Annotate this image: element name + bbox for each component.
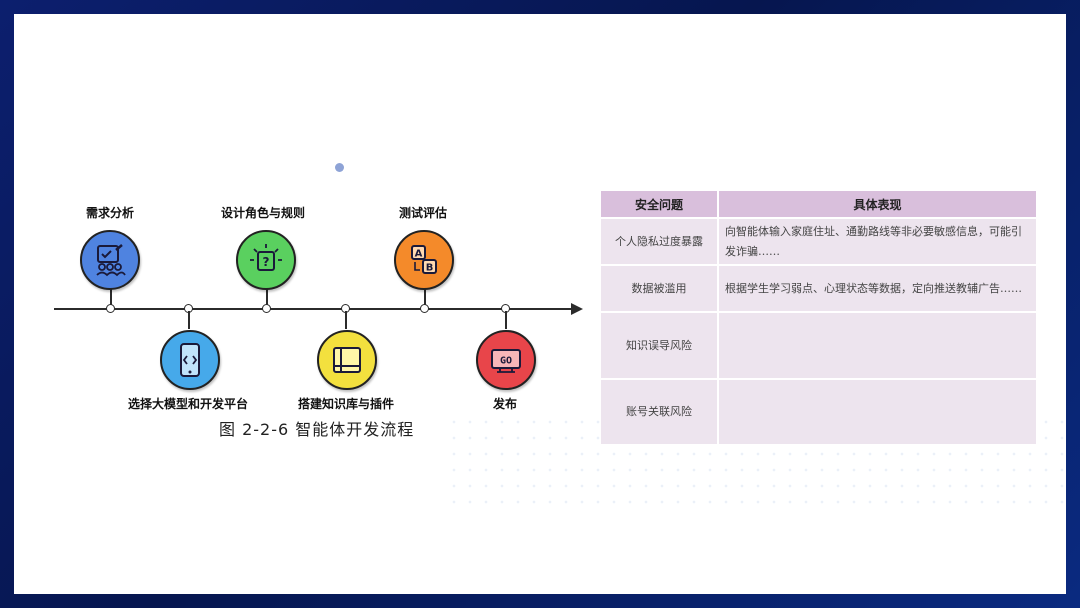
step-label-requirements: 需求分析 [85, 206, 135, 220]
step-label-knowledge-plugins: 搭建知识库与插件 [297, 397, 395, 411]
table-row: 知识误导风险 [601, 313, 1038, 380]
svg-text:B: B [426, 263, 434, 274]
issue-cell: 知识误导风险 [601, 313, 719, 380]
detail-cell: 根据学生学习弱点、心理状态等数据，定向推送教辅广告…… [719, 266, 1038, 313]
step-label-testing: 测试评估 [398, 206, 448, 220]
step-label-publish: 发布 [492, 397, 518, 411]
timeline-stem [188, 311, 190, 329]
timeline-axis [54, 308, 574, 310]
book-icon [317, 330, 377, 390]
timeline-node [106, 304, 115, 313]
timeline-stem [424, 288, 426, 305]
table-row: 数据被滥用 根据学生学习弱点、心理状态等数据，定向推送教辅广告…… [601, 266, 1038, 313]
svg-text:?: ? [263, 255, 270, 269]
issue-cell: 个人隐私过度暴露 [601, 219, 719, 266]
figure-caption: 图 2-2-6 智能体开发流程 [219, 420, 415, 439]
step-label-role-rules: 设计角色与规则 [220, 206, 306, 220]
svg-text:GO: GO [500, 356, 512, 367]
svg-text:A: A [415, 249, 423, 260]
column-header-detail: 具体表现 [719, 191, 1038, 219]
timeline-stem [266, 288, 268, 305]
detail-cell [719, 380, 1038, 446]
detail-cell [719, 313, 1038, 380]
go-icon: GO [476, 330, 536, 390]
timeline-node [420, 304, 429, 313]
timeline-stem [345, 311, 347, 329]
column-header-issue: 安全问题 [601, 191, 719, 219]
table-header-row: 安全问题 具体表现 [601, 191, 1038, 219]
timeline-node [262, 304, 271, 313]
slide: 需求分析 选择大模型和开发平台 设计角色与规则 [14, 14, 1066, 594]
question-idea-icon: ? [236, 230, 296, 290]
issue-cell: 数据被滥用 [601, 266, 719, 313]
issue-cell: 账号关联风险 [601, 380, 719, 446]
decorative-dot [335, 163, 344, 172]
step-label-model-platform: 选择大模型和开发平台 [127, 397, 249, 411]
timeline-stem [505, 311, 507, 329]
ab-test-icon: A B [394, 230, 454, 290]
table-row: 账号关联风险 [601, 380, 1038, 446]
table-row: 个人隐私过度暴露 向智能体输入家庭住址、通勤路线等非必要敏感信息，可能引发诈骗…… [601, 219, 1038, 266]
detail-cell: 向智能体输入家庭住址、通勤路线等非必要敏感信息，可能引发诈骗…… [719, 219, 1038, 266]
timeline-arrowhead [571, 303, 583, 315]
mobile-code-icon [160, 330, 220, 390]
requirements-analysis-icon [80, 230, 140, 290]
security-issues-table: 安全问题 具体表现 个人隐私过度暴露 向智能体输入家庭住址、通勤路线等非必要敏感… [601, 191, 1038, 446]
timeline-stem [110, 288, 112, 305]
development-flow-timeline: 需求分析 选择大模型和开发平台 设计角色与规则 [14, 14, 614, 474]
